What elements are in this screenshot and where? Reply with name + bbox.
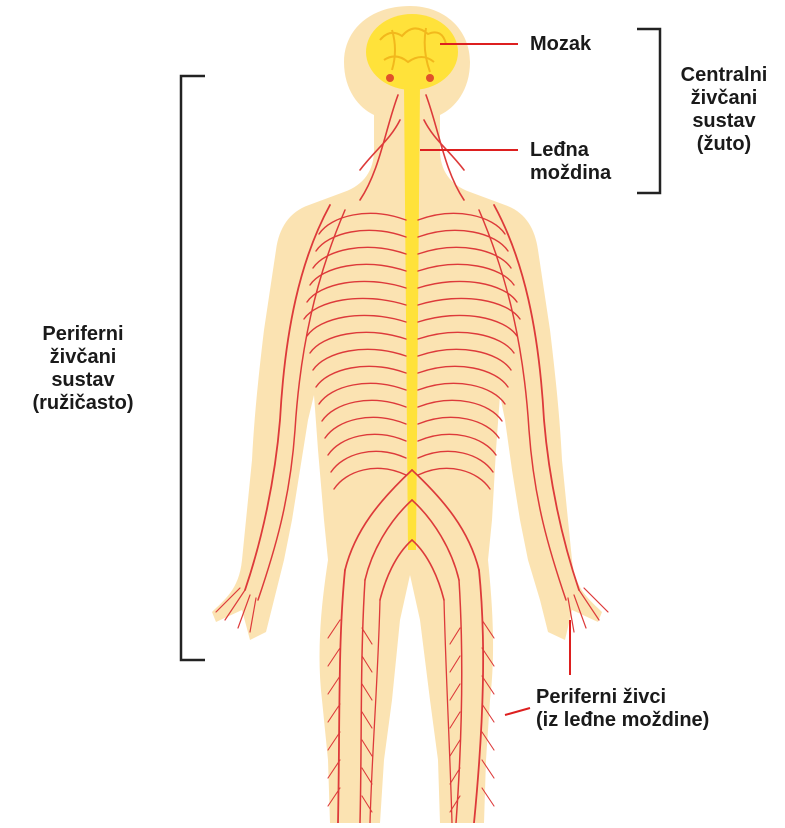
cns-label: Centralni živčani sustav (žuto)	[664, 64, 784, 156]
pns-bracket	[181, 76, 205, 660]
spinal-cord-label-line2: moždina	[530, 162, 611, 185]
cns-label-line1: Centralni	[664, 64, 784, 87]
cns-label-line4: (žuto)	[664, 133, 784, 156]
pns-label-line2: živčani	[8, 346, 158, 369]
cns-bracket	[637, 29, 660, 193]
pns-label: Periferni živčani sustav (ružičasto)	[8, 323, 158, 415]
cns-label-line3: sustav	[664, 110, 784, 133]
peripheral-nerves-label-line1: Periferni živci	[536, 686, 709, 709]
cns-label-line2: živčani	[664, 87, 784, 110]
pns-label-line3: sustav	[8, 369, 158, 392]
pns-label-line1: Periferni	[8, 323, 158, 346]
peripheral-nerves-label-line2: (iz leđne moždine)	[536, 709, 709, 732]
peripheral-nerves-leader-2	[505, 708, 530, 715]
brain	[366, 14, 458, 90]
peripheral-nerves-label: Periferni živci (iz leđne moždine)	[536, 686, 709, 732]
pns-label-line4: (ružičasto)	[8, 392, 158, 415]
brain-label-text: Mozak	[530, 33, 591, 56]
spinal-cord-label: Leđna moždina	[530, 139, 611, 185]
spinal-cord-label-line1: Leđna	[530, 139, 611, 162]
brain-label: Mozak	[530, 33, 591, 56]
